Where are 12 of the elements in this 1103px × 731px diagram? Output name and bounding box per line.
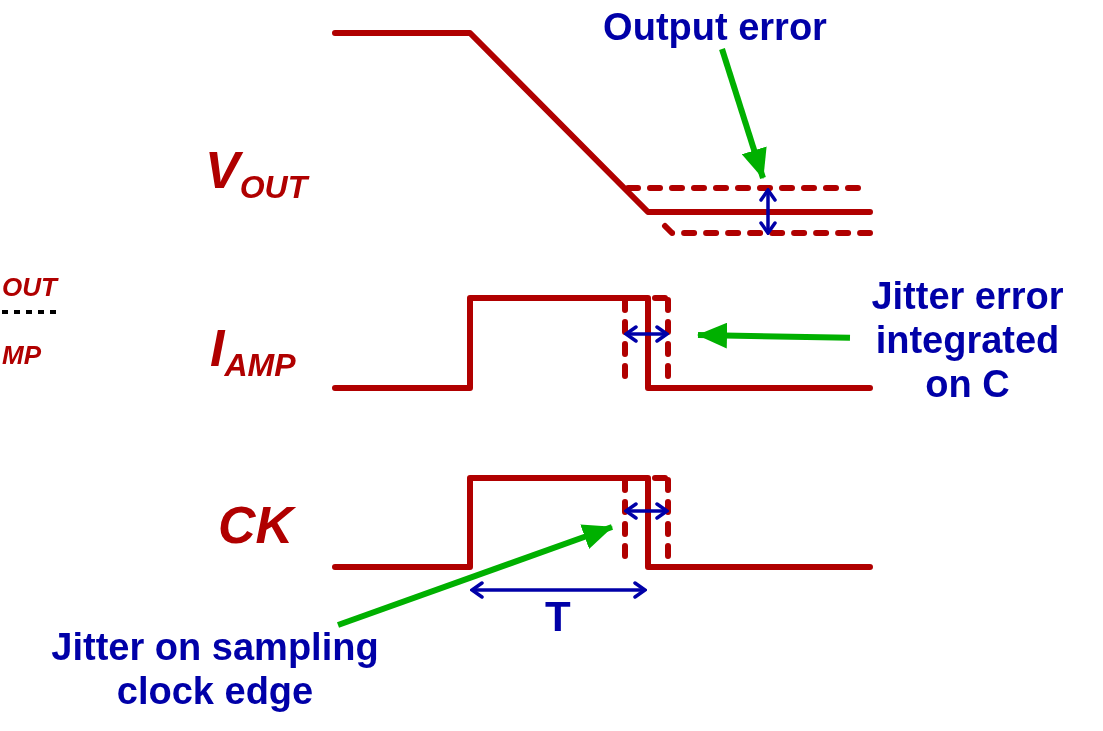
dimension-label: T [545, 593, 571, 641]
signal-label: I$_{AMP}$ [210, 318, 296, 384]
signal-label: MP [2, 340, 41, 371]
signal-label: OUT [2, 272, 57, 303]
callout-text: Jitter on sampling clock edge [5, 625, 425, 713]
leader-arrow [719, 48, 767, 179]
callout-text: Jitter error integrated on C [850, 274, 1085, 406]
signal-label: CK [218, 495, 294, 555]
signal-label: V$_{OUT}$ [205, 140, 308, 206]
callout-text: Output error [560, 5, 870, 49]
leader-arrow [697, 322, 851, 349]
leader-arrow [337, 524, 613, 628]
